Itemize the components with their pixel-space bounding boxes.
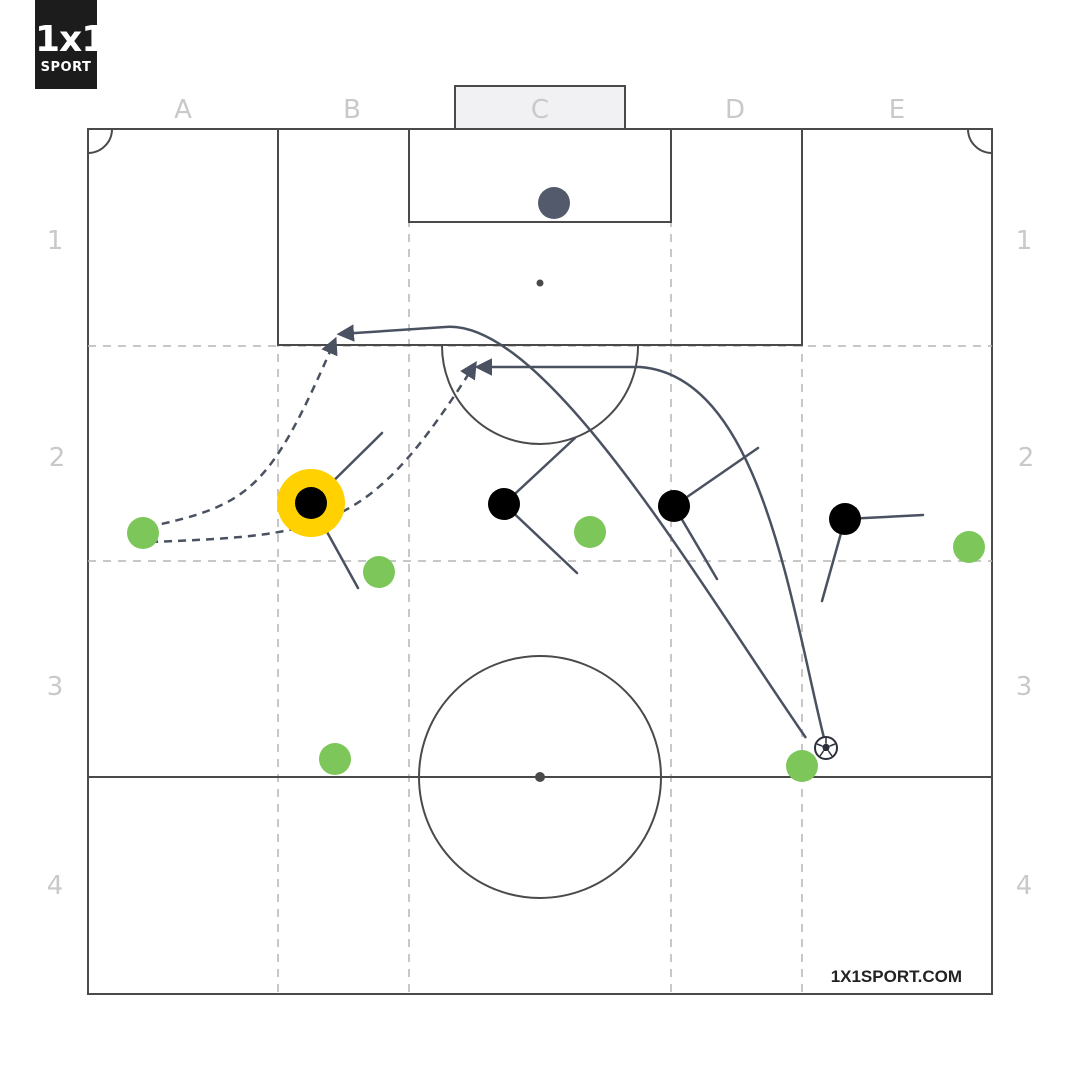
opponent-players — [295, 487, 861, 535]
column-label-e: E — [889, 95, 905, 125]
logo-mark: 1x1 — [35, 19, 106, 60]
ball-icon — [814, 736, 838, 760]
zone-grid — [88, 129, 992, 994]
center-circle — [418, 655, 662, 899]
run-line-dashed-2 — [149, 361, 477, 544]
goal-area — [408, 128, 672, 223]
row-label-3-left: 3 — [47, 672, 64, 702]
opponent-marker — [829, 503, 861, 535]
row-label-3-right: 3 — [1016, 672, 1033, 702]
pass-line-long — [336, 324, 808, 739]
goal — [454, 85, 626, 130]
teammate-marker — [574, 516, 606, 548]
column-label-c: C — [531, 95, 549, 125]
pass-line-curved — [474, 358, 826, 739]
teammate-marker — [363, 556, 395, 588]
row-label-4-left: 4 — [47, 871, 64, 901]
penalty-box — [277, 128, 803, 346]
corner-arc-left — [87, 128, 113, 154]
row-label-2-right: 2 — [1018, 443, 1035, 473]
goalkeeper-marker — [538, 187, 570, 219]
column-label-b: B — [343, 95, 361, 125]
opponent-marker — [295, 487, 327, 519]
column-label-a: A — [174, 95, 192, 125]
row-label-1-right: 1 — [1016, 226, 1033, 256]
corner-arc-right — [967, 128, 993, 154]
column-labels: A B C D E — [174, 95, 905, 125]
teammate-marker — [319, 743, 351, 775]
logo-word: SPORT — [40, 60, 92, 75]
opponent-marker — [488, 488, 520, 520]
teammate-marker — [127, 517, 159, 549]
row-label-2-left: 2 — [49, 443, 66, 473]
row-labels: 1 2 3 4 1 2 3 4 — [47, 226, 1035, 901]
brand-logo: 1x1 SPORT — [35, 0, 106, 89]
site-watermark: 1X1SPORT.COM — [831, 967, 962, 986]
opponent-marker — [658, 490, 690, 522]
teammate-marker — [786, 750, 818, 782]
run-line-dashed-1 — [147, 336, 338, 529]
row-label-1-left: 1 — [47, 226, 64, 256]
penalty-arc — [441, 345, 639, 445]
teammate-players — [127, 516, 985, 782]
column-label-d: D — [725, 95, 745, 125]
penalty-spot — [536, 279, 544, 287]
row-label-4-right: 4 — [1016, 871, 1033, 901]
teammate-marker — [953, 531, 985, 563]
center-spot — [535, 772, 545, 782]
